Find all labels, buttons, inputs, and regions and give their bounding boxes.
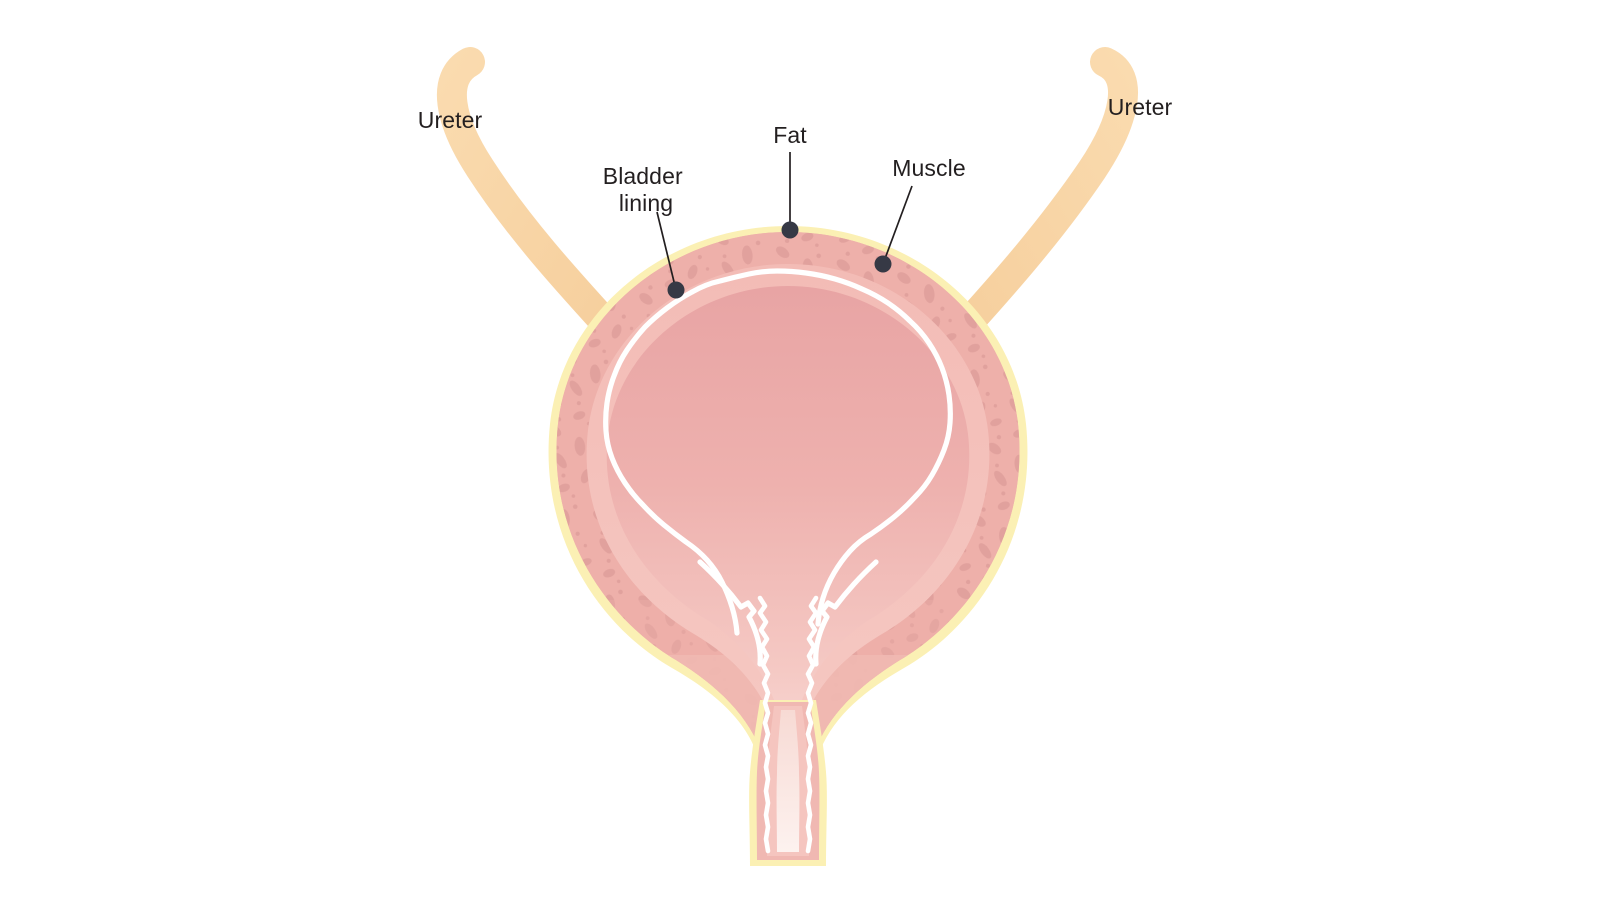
label-ureter-right: Ureter [1108, 94, 1173, 120]
label-ureter-left: Ureter [418, 107, 483, 133]
bladder-lining-label-text: Bladder lining [603, 163, 689, 216]
fat-leader-dot [781, 221, 799, 239]
ureter-right-shape [947, 47, 1138, 345]
urethra-shape [749, 700, 827, 866]
muscle-leader-line [882, 185, 913, 265]
label-muscle: Muscle [874, 155, 966, 273]
muscle-label-text: Muscle [892, 155, 965, 181]
mucosa-line [603, 268, 953, 636]
label-fat: Fat [773, 122, 807, 239]
urethra-mucosa-lines [757, 595, 819, 854]
bladder-lining-line-2: lining [619, 190, 673, 216]
trigone-mucosa [697, 559, 879, 667]
bladder-lumen-shape [606, 286, 970, 852]
ureter-right-label-text: Ureter [1108, 94, 1173, 120]
bladder-lining-leader-dot [667, 281, 685, 299]
bladder-lining-leader-line [656, 211, 677, 291]
muscle-leader-dot [874, 255, 892, 273]
fat-label-text: Fat [773, 122, 807, 148]
bladder-lining-line-1: Bladder [603, 163, 683, 189]
ureter-left-shape [436, 47, 627, 345]
ureter-left-label-text: Ureter [418, 107, 483, 133]
label-bladder-lining: Bladder lining [603, 163, 689, 299]
